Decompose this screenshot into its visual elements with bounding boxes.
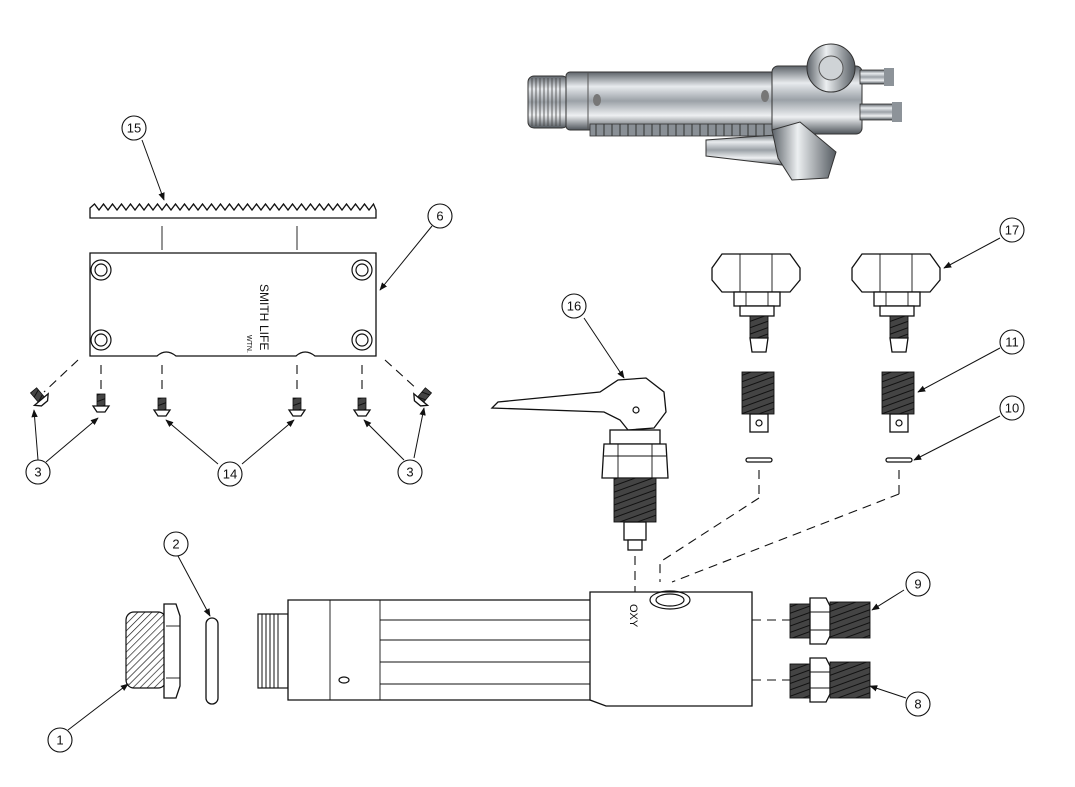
callout-2: 2 <box>163 531 189 557</box>
callout-3-right-number: 3 <box>406 465 413 480</box>
callout-15-number: 15 <box>127 121 141 136</box>
callout-15: 15 <box>121 115 147 141</box>
callout-6-number: 6 <box>436 209 443 224</box>
leader-lines <box>31 139 1001 731</box>
torch-body: OXY <box>125 590 871 707</box>
callout-6: 6 <box>427 203 453 229</box>
callout-14: 14 <box>217 461 243 487</box>
callout-9-number: 9 <box>914 577 921 592</box>
lever-valve-part-16 <box>490 377 669 551</box>
screw-14-b <box>152 397 172 417</box>
callout-11: 11 <box>999 329 1025 355</box>
plate-label-wtn: WTN. <box>245 335 252 353</box>
screws-group <box>29 359 433 417</box>
body-label-oxy: OXY <box>627 604 639 628</box>
callout-10: 10 <box>999 395 1025 421</box>
callout-9: 9 <box>905 571 931 597</box>
callout-16-number: 16 <box>567 299 581 314</box>
o-ring-part-2 <box>205 617 219 705</box>
callout-1: 1 <box>47 727 73 753</box>
callout-16: 16 <box>561 293 587 319</box>
callout-1-number: 1 <box>56 733 63 748</box>
fitting-part-9 <box>789 597 871 645</box>
valve-knob-left <box>711 253 801 463</box>
fitting-part-8 <box>789 657 871 703</box>
assembled-torch-photo <box>527 43 902 181</box>
callout-8-number: 8 <box>914 697 921 712</box>
screw-14-d <box>352 397 372 417</box>
callout-10-number: 10 <box>1005 401 1019 416</box>
screw-14-c <box>287 397 307 417</box>
plate-label-smith: SMITH <box>257 284 271 321</box>
rack-part-15 <box>89 202 377 250</box>
valve-seat-part-11 <box>881 371 915 415</box>
callout-2-number: 2 <box>172 537 179 552</box>
callout-3-left-number: 3 <box>34 465 41 480</box>
callout-3-left: 3 <box>25 459 51 485</box>
screw-14-a <box>91 393 111 413</box>
washer-part-10 <box>885 457 913 463</box>
cover-plate-part-6: SMITH LIFE WTN. <box>89 252 377 357</box>
valve-knob-right-part-17 <box>851 253 941 463</box>
callout-8: 8 <box>905 691 931 717</box>
plate-label-life: LIFE <box>257 325 271 350</box>
callout-17: 17 <box>999 217 1025 243</box>
knurled-nut-part-1 <box>125 603 181 699</box>
callout-11-number: 11 <box>1005 335 1019 350</box>
screw-3-left <box>29 387 49 407</box>
screw-3-right <box>413 387 433 407</box>
callout-3-right: 3 <box>397 459 423 485</box>
callout-17-number: 17 <box>1005 223 1019 238</box>
callout-14-number: 14 <box>223 467 237 482</box>
